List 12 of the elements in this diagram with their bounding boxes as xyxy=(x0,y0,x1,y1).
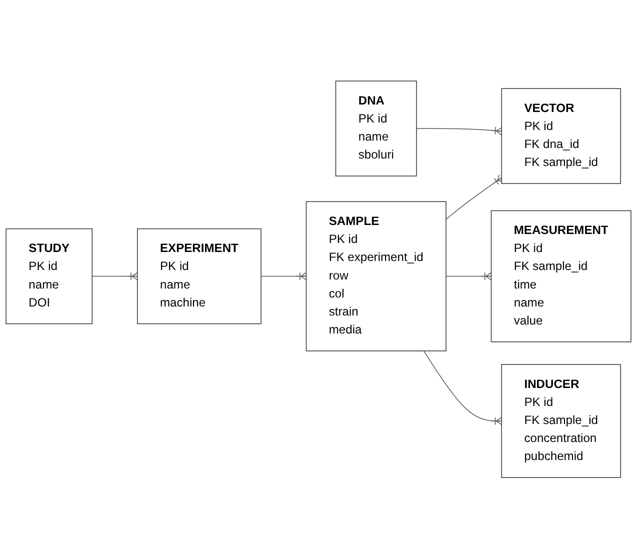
node-box: INDUCER PK id FK sample_id concentration pubchemid xyxy=(501,364,621,478)
connector xyxy=(92,272,138,280)
connector xyxy=(446,272,492,280)
node-box: SAMPLE PK id FK experiment_id row col strain media xyxy=(306,200,446,351)
node-box: VECTOR PK id FK dna_id FK sample_id xyxy=(501,88,621,184)
connector xyxy=(423,350,502,425)
node-box: DNA PK id name sboluri xyxy=(335,80,417,176)
node-box: MEASUREMENT PK id FK sample_id time name value xyxy=(490,210,632,342)
connector xyxy=(260,272,307,280)
node-box: EXPERIMENT PK id name machine xyxy=(137,228,262,324)
node-box: STUDY PK id name DOI xyxy=(6,228,93,324)
connector xyxy=(416,126,502,135)
